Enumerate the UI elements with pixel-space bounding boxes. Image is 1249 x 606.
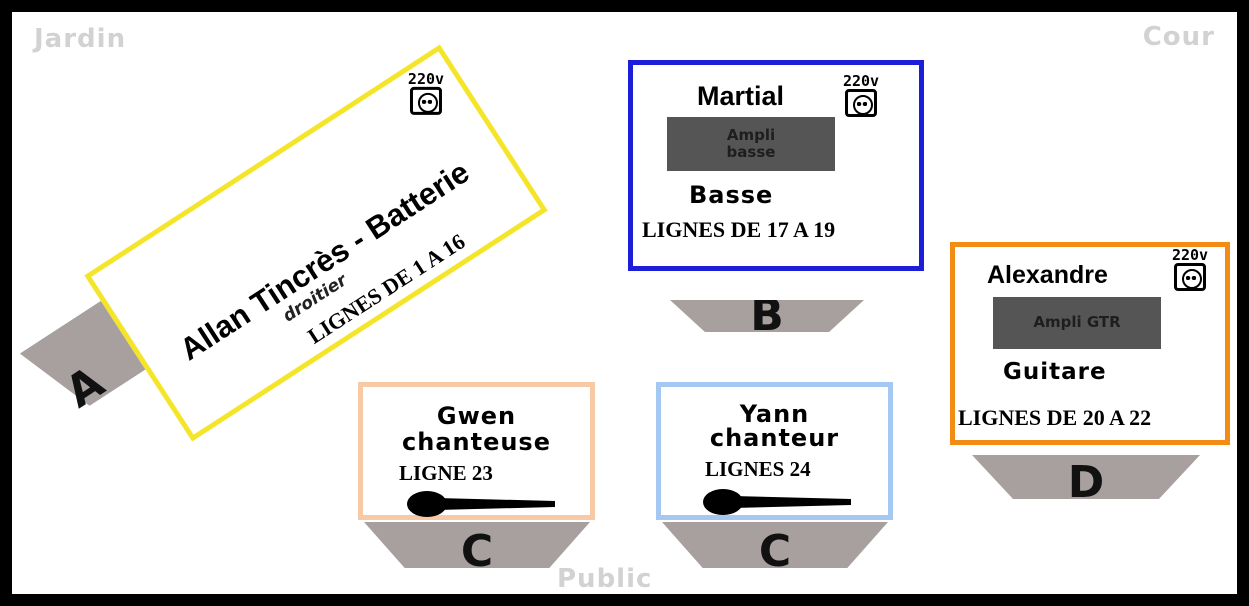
bass-box: Martial 220v Ampli basse Basse LIGNES DE… — [628, 60, 924, 271]
power-outlet-b: 220v — [836, 73, 886, 117]
guitar-box: Alexandre 220v Ampli GTR Guitare LIGNES … — [950, 242, 1230, 445]
singer-f-box: Gwen chanteuse LIGNE 23 — [358, 382, 595, 520]
bass-instrument: Basse — [689, 181, 774, 209]
microphone-icon — [407, 489, 557, 519]
singer-m-box: Yann chanteur LIGNES 24 — [656, 382, 893, 520]
outlet-icon — [845, 89, 877, 117]
singer-f-lines: LIGNE 23 — [399, 461, 493, 485]
stage-plan: Jardin Cour Public A Allan Tincrès - Bat… — [12, 12, 1237, 594]
power-outlet-a: 220v — [401, 69, 451, 115]
singer-m-role: chanteur — [709, 424, 840, 452]
marker-c-yann: C — [758, 526, 792, 577]
corner-label-public: Public — [557, 564, 653, 594]
power-label-a: 220v — [407, 69, 445, 88]
marker-b: B — [750, 290, 784, 341]
bass-lines: LIGNES DE 17 A 19 — [642, 217, 836, 242]
outlet-icon — [409, 86, 442, 115]
wedge-b: B — [670, 300, 864, 332]
marker-c-gwen: C — [460, 526, 494, 577]
bassist-name: Martial — [697, 81, 785, 111]
corner-label-cour: Cour — [1142, 22, 1215, 52]
wedge-c-gwen: C — [364, 522, 590, 568]
power-label-b: 220v — [842, 72, 880, 90]
wedge-d: D — [972, 455, 1200, 499]
power-label-d: 220v — [1171, 246, 1209, 264]
singer-m-name: Yann — [739, 400, 810, 428]
marker-d: D — [1067, 457, 1105, 508]
guitar-instrument: Guitare — [1003, 359, 1107, 385]
guitarist-name: Alexandre — [987, 261, 1108, 289]
guitar-lines: LIGNES DE 20 A 22 — [958, 405, 1152, 430]
guitar-amp: Ampli GTR — [993, 297, 1161, 349]
singer-f-name: Gwen — [436, 402, 517, 430]
outlet-icon — [1174, 263, 1206, 291]
microphone-icon — [703, 487, 853, 517]
wedge-c-yann: C — [662, 522, 888, 568]
singer-f-role: chanteuse — [402, 428, 551, 456]
singer-m-lines: LIGNES 24 — [705, 457, 811, 481]
power-outlet-d: 220v — [1165, 247, 1215, 291]
bass-amp-label: Ampli basse — [726, 125, 776, 161]
corner-label-jardin: Jardin — [34, 24, 127, 54]
bass-amp: Ampli basse — [667, 117, 835, 171]
